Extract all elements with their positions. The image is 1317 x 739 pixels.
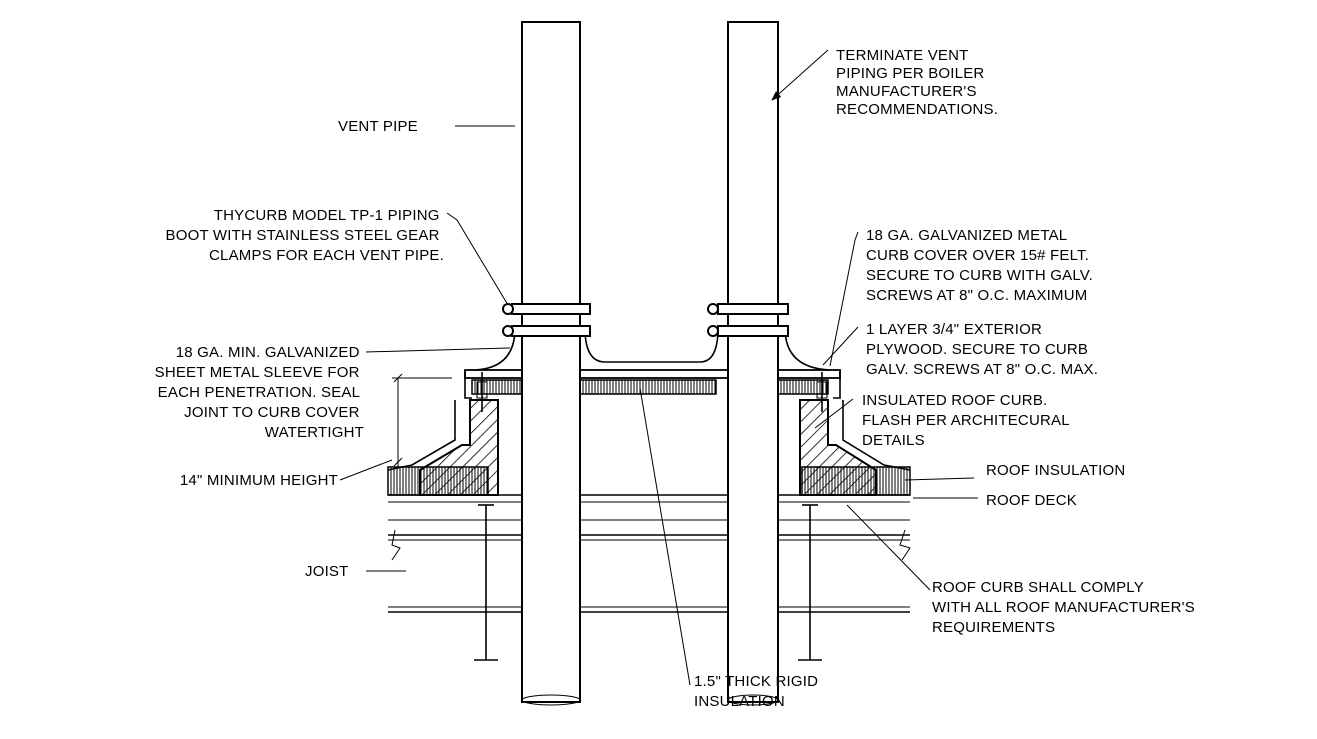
gear-clamps <box>502 303 789 337</box>
roof-curb-left <box>387 399 499 496</box>
label-vent-pipe: VENT PIPE <box>338 118 418 135</box>
label-joist: JOIST <box>305 563 349 580</box>
label-curb-cover: 18 GA. GALVANIZED METAL CURB COVER OVER … <box>866 227 1097 304</box>
leader-lines <box>339 49 978 686</box>
label-terminate-vent: TERMINATE VENT PIPING PER BOILER MANUFAC… <box>836 47 998 118</box>
roof-curb-right <box>799 399 911 496</box>
label-minimum-height: 14" MINIMUM HEIGHT <box>180 472 338 489</box>
label-piping-boot: THYCURB MODEL TP-1 PIPING BOOT WITH STAI… <box>166 207 445 264</box>
label-roof-deck: ROOF DECK <box>986 492 1077 509</box>
label-roof-insulation: ROOF INSULATION <box>986 462 1125 479</box>
vent-pipe-right <box>727 21 779 706</box>
label-curb-comply: ROOF CURB SHALL COMPLY WITH ALL ROOF MAN… <box>932 579 1199 636</box>
height-dimension <box>392 373 452 468</box>
label-plywood: 1 LAYER 3/4" EXTERIOR PLYWOOD. SECURE TO… <box>866 321 1098 378</box>
label-sheet-metal-sleeve: 18 GA. MIN. GALVANIZED SHEET METAL SLEEV… <box>155 344 364 441</box>
label-rigid-insulation: 1.5" THICK RIGID INSULATION <box>694 673 822 710</box>
label-insulated-roof-curb: INSULATED ROOF CURB. FLASH PER ARCHITECU… <box>862 392 1074 449</box>
vent-pipe-left <box>521 21 581 706</box>
